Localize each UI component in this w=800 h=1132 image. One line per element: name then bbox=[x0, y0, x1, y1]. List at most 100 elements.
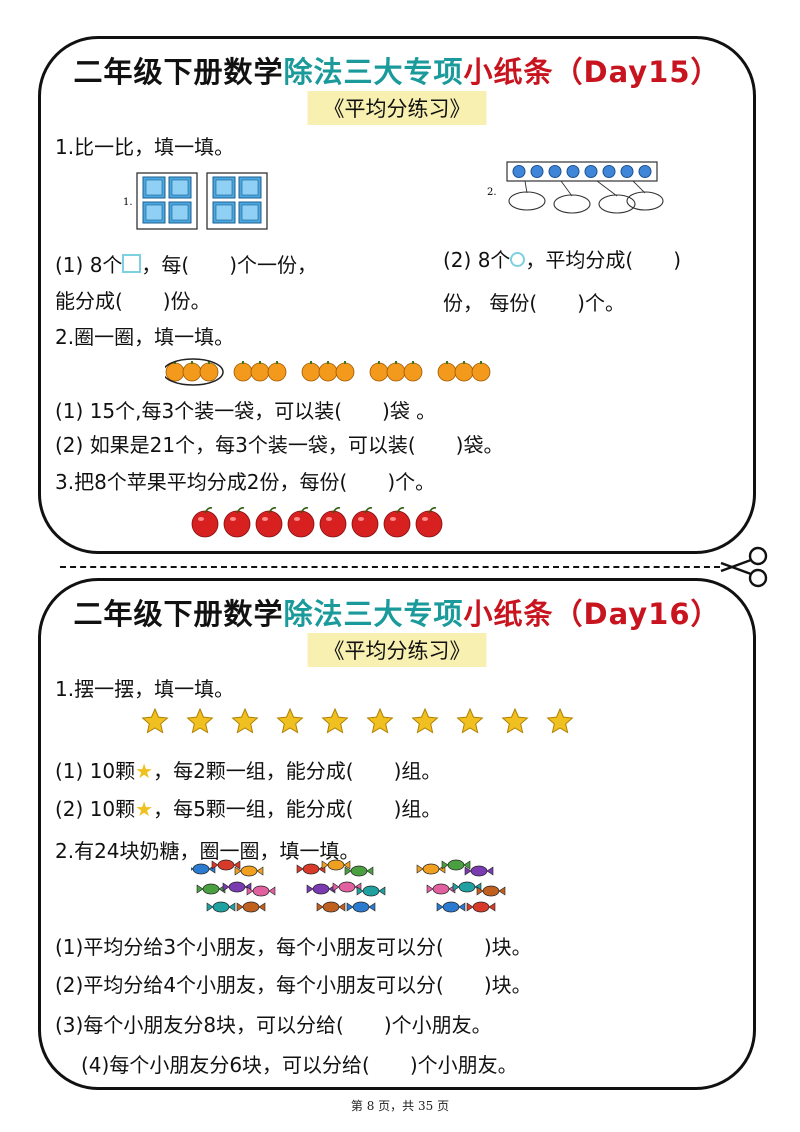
question-3: 3.把8个苹果平均分成2份，每份( )个。 bbox=[55, 470, 436, 494]
orange-icon bbox=[199, 361, 219, 382]
title-part-day: 小纸条（Day16） bbox=[463, 597, 721, 631]
card-subtitle: 《平均分练习》 bbox=[307, 91, 487, 125]
orange-icon bbox=[250, 361, 270, 382]
group-oval bbox=[598, 194, 636, 214]
cube-icon bbox=[168, 201, 192, 224]
figure-label-1: 1. bbox=[123, 197, 133, 208]
title-part-topic: 除法三大专项 bbox=[283, 597, 464, 631]
orange-icon bbox=[301, 361, 321, 382]
candy-icon bbox=[316, 901, 346, 913]
card-subtitle: 《平均分练习》 bbox=[307, 633, 487, 667]
q1-2-prompt: ，每5颗一组，能分成( )组。 bbox=[153, 797, 442, 821]
candy-icon bbox=[346, 901, 376, 913]
ring-icon bbox=[548, 165, 562, 178]
q1-1-count: (1) 10颗 bbox=[55, 759, 136, 783]
orange-icon bbox=[267, 361, 287, 382]
candy-icon bbox=[466, 901, 496, 913]
orange-icon bbox=[386, 361, 406, 382]
apple-icon bbox=[287, 507, 315, 538]
title-part-topic: 除法三大专项 bbox=[283, 55, 464, 89]
question-2-4: (4)每个小朋友分6块，可以分给( )个小朋友。 bbox=[81, 1053, 518, 1077]
candy-icon bbox=[196, 883, 226, 895]
ring-icon bbox=[512, 165, 526, 178]
candy-icon bbox=[356, 885, 386, 897]
orange-icon bbox=[403, 361, 423, 382]
q1-2-count: (2) 10颗 bbox=[55, 797, 136, 821]
q1-2-count: (2) 8个 bbox=[443, 248, 511, 272]
star-icon bbox=[546, 707, 574, 734]
cube-icon bbox=[238, 201, 262, 224]
q1-1-prompt: ，每( )个一份， bbox=[141, 253, 318, 277]
worksheet-card-day15: 二年级下册数学除法三大专项小纸条（Day15） 《平均分练习》 1.比一比，填一… bbox=[38, 36, 756, 554]
orange-icon bbox=[182, 361, 202, 382]
cube-box bbox=[206, 172, 268, 230]
orange-icon bbox=[471, 361, 491, 382]
orange-icon bbox=[233, 361, 253, 382]
candy-icon bbox=[206, 901, 236, 913]
rings-split-figure: 2. bbox=[487, 161, 664, 214]
question-1-2: (2) 10颗★，每5颗一组，能分成( )组。 bbox=[55, 793, 441, 822]
ring-icon bbox=[620, 165, 634, 178]
question-1-2-line-1: (2) 8个 ，平均分成( ) bbox=[443, 244, 681, 273]
cube-icon bbox=[168, 176, 192, 199]
figure-label-2: 2. bbox=[487, 187, 497, 198]
ring-icon bbox=[584, 165, 598, 178]
apple-icon bbox=[415, 507, 443, 538]
ring-icon bbox=[602, 165, 616, 178]
star-icon bbox=[501, 707, 529, 734]
orange-icon bbox=[454, 361, 474, 382]
apples-figure bbox=[191, 507, 443, 538]
question-1-heading: 1.比一比，填一填。 bbox=[55, 135, 235, 159]
card-title: 二年级下册数学除法三大专项小纸条（Day16） bbox=[41, 591, 753, 633]
candy-icon bbox=[441, 859, 471, 871]
apple-icon bbox=[255, 507, 283, 538]
apple-icon bbox=[223, 507, 251, 538]
card-title: 二年级下册数学除法三大专项小纸条（Day15） bbox=[41, 49, 753, 91]
worksheet-card-day16: 二年级下册数学除法三大专项小纸条（Day16） 《平均分练习》 1.摆一摆，填一… bbox=[38, 578, 756, 1090]
scissors-icon bbox=[720, 546, 768, 588]
cube-icon bbox=[212, 201, 236, 224]
cube-icon bbox=[238, 176, 262, 199]
candy-icon bbox=[222, 881, 252, 893]
question-1-heading: 1.摆一摆，填一填。 bbox=[55, 677, 235, 701]
question-2-1: (1)平均分给3个小朋友，每个小朋友可以分( )块。 bbox=[55, 935, 532, 959]
candy-icon bbox=[426, 883, 456, 895]
apple-icon bbox=[383, 507, 411, 538]
candy-icon bbox=[436, 901, 466, 913]
question-2-2: (2)平均分给4个小朋友，每个小朋友可以分( )块。 bbox=[55, 973, 532, 997]
candy-icon bbox=[191, 863, 216, 875]
candy-icon bbox=[464, 865, 494, 877]
q1-2-prompt: ，平均分成( ) bbox=[525, 248, 682, 272]
candy-icon bbox=[452, 881, 482, 893]
stars-figure bbox=[141, 707, 574, 734]
cube-icon bbox=[142, 176, 166, 199]
cube-icon bbox=[212, 176, 236, 199]
apple-icon bbox=[351, 507, 379, 538]
group-oval bbox=[626, 191, 664, 211]
cut-line bbox=[60, 566, 720, 568]
question-1-1-line-2: 能分成( )份。 bbox=[55, 289, 211, 313]
question-2-heading: 2.圈一圈，填一填。 bbox=[55, 325, 235, 349]
apple-icon bbox=[319, 507, 347, 538]
question-2-3: (3)每个小朋友分8块，可以分给( )个小朋友。 bbox=[55, 1013, 492, 1037]
candy-icon bbox=[306, 883, 336, 895]
question-1-1-line-1: (1) 8个，每( )个一份， bbox=[55, 249, 317, 278]
star-icon bbox=[141, 707, 169, 734]
ring-icon bbox=[530, 165, 544, 178]
candy-icon bbox=[332, 881, 362, 893]
oranges-figure bbox=[165, 358, 491, 386]
cube-icon bbox=[142, 201, 166, 224]
question-1-2-line-2: 份， 每份( )个。 bbox=[443, 291, 625, 315]
group-oval bbox=[553, 194, 591, 214]
candy-icon bbox=[476, 885, 506, 897]
star-icon bbox=[456, 707, 484, 734]
title-part-grade: 二年级下册数学 bbox=[73, 597, 284, 631]
star-icon bbox=[276, 707, 304, 734]
question-1-1: (1) 10颗★，每2颗一组，能分成( )组。 bbox=[55, 755, 441, 784]
group-oval bbox=[508, 191, 546, 211]
candy-icon bbox=[416, 863, 446, 875]
star-icon bbox=[231, 707, 259, 734]
candy-icon bbox=[236, 901, 266, 913]
title-part-grade: 二年级下册数学 bbox=[73, 55, 284, 89]
star-icon: ★ bbox=[135, 759, 154, 783]
